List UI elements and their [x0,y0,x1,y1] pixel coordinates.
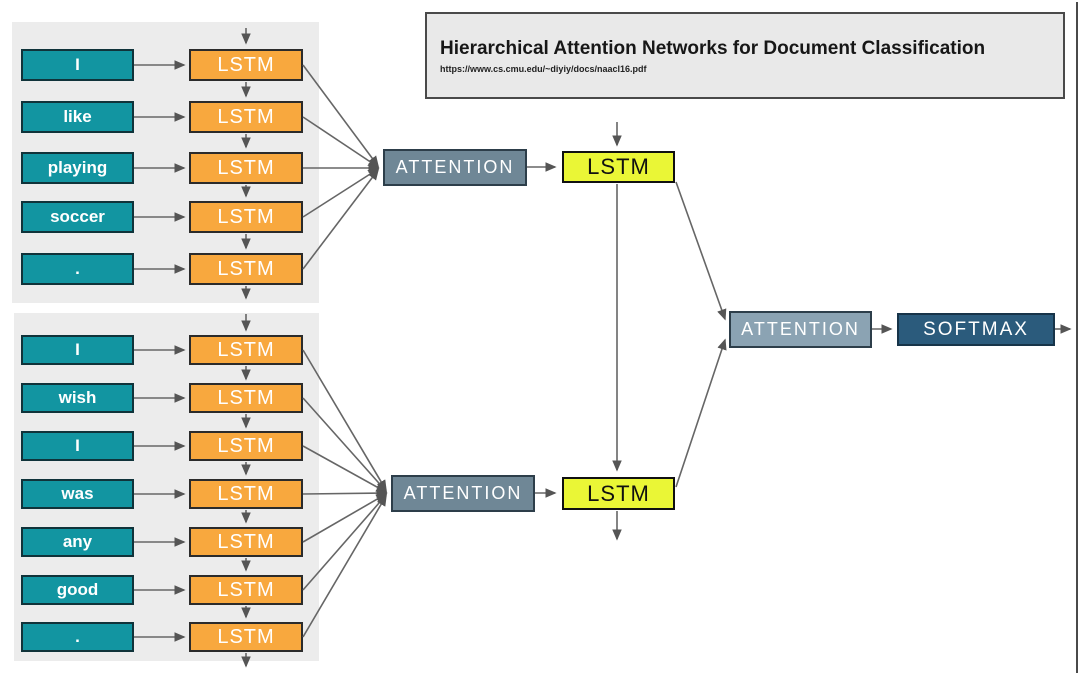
word-lstm-box: LSTM [189,152,303,184]
word-box: I [21,335,134,365]
sentence-lstm-box-1: LSTM [562,151,675,183]
word-attention-box-1: ATTENTION [383,149,527,186]
word-box: I [21,49,134,81]
word-lstm-box: LSTM [189,479,303,509]
word-attention-box-2: ATTENTION [391,475,535,512]
word-lstm-box: LSTM [189,49,303,81]
word-lstm-box: LSTM [189,201,303,233]
word-lstm-box: LSTM [189,622,303,652]
title-box: Hierarchical Attention Networks for Docu… [425,12,1065,99]
word-box: was [21,479,134,509]
word-box: good [21,575,134,605]
word-lstm-box: LSTM [189,575,303,605]
word-box: I [21,431,134,461]
word-lstm-box: LSTM [189,335,303,365]
word-box: wish [21,383,134,413]
word-box: any [21,527,134,557]
word-lstm-box: LSTM [189,253,303,285]
word-box: playing [21,152,134,184]
sentence-lstm-box-2: LSTM [562,477,675,510]
word-box: . [21,622,134,652]
word-lstm-box: LSTM [189,101,303,133]
word-box: soccer [21,201,134,233]
sentence-attention-box: ATTENTION [729,311,872,348]
word-lstm-box: LSTM [189,431,303,461]
word-lstm-box: LSTM [189,383,303,413]
word-box: like [21,101,134,133]
softmax-box: SOFTMAX [897,313,1055,346]
word-lstm-box: LSTM [189,527,303,557]
paper-title: Hierarchical Attention Networks for Docu… [440,38,986,59]
word-box: . [21,253,134,285]
paper-url: https://www.cs.cmu.edu/~diyiy/docs/naacl… [440,64,647,74]
